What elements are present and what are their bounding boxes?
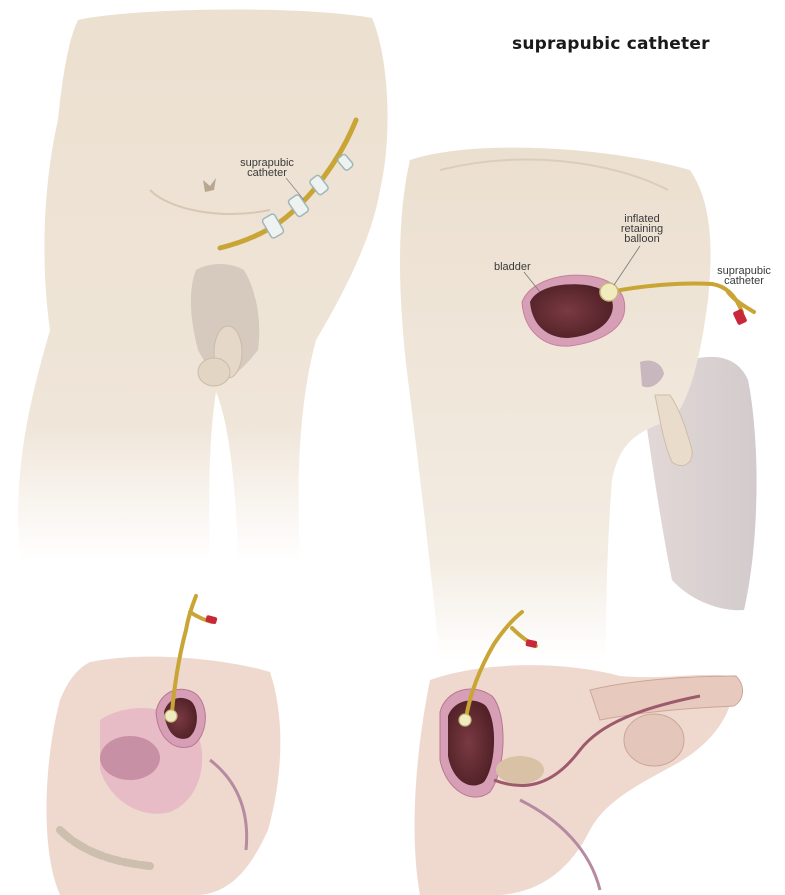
label-bladder: bladder — [494, 262, 531, 272]
label-balloon-line-3: balloon — [612, 234, 672, 244]
side-retaining-balloon — [600, 283, 618, 301]
label-inflated-retaining-balloon: inflated retaining balloon — [612, 214, 672, 244]
front-scrotum — [198, 358, 230, 386]
label-front-line-2: catheter — [232, 168, 302, 178]
side-catheter-tip — [733, 309, 748, 326]
side-view-figure — [400, 148, 757, 660]
male-balloon — [459, 714, 471, 726]
label-side-suprapubic-catheter: suprapubic catheter — [708, 266, 780, 286]
label-front-suprapubic-catheter: suprapubic catheter — [232, 158, 302, 178]
female-catheter-tip — [205, 615, 217, 625]
female-cross-section — [46, 596, 280, 895]
female-uterus — [100, 736, 160, 780]
front-view-figure — [18, 10, 388, 560]
page-title: suprapubic catheter — [512, 34, 710, 54]
male-scrotum-section — [624, 714, 684, 766]
label-side-line-2: catheter — [708, 276, 780, 286]
male-prostate — [496, 756, 544, 784]
female-balloon — [165, 710, 177, 722]
male-bladder-inner — [448, 701, 494, 786]
